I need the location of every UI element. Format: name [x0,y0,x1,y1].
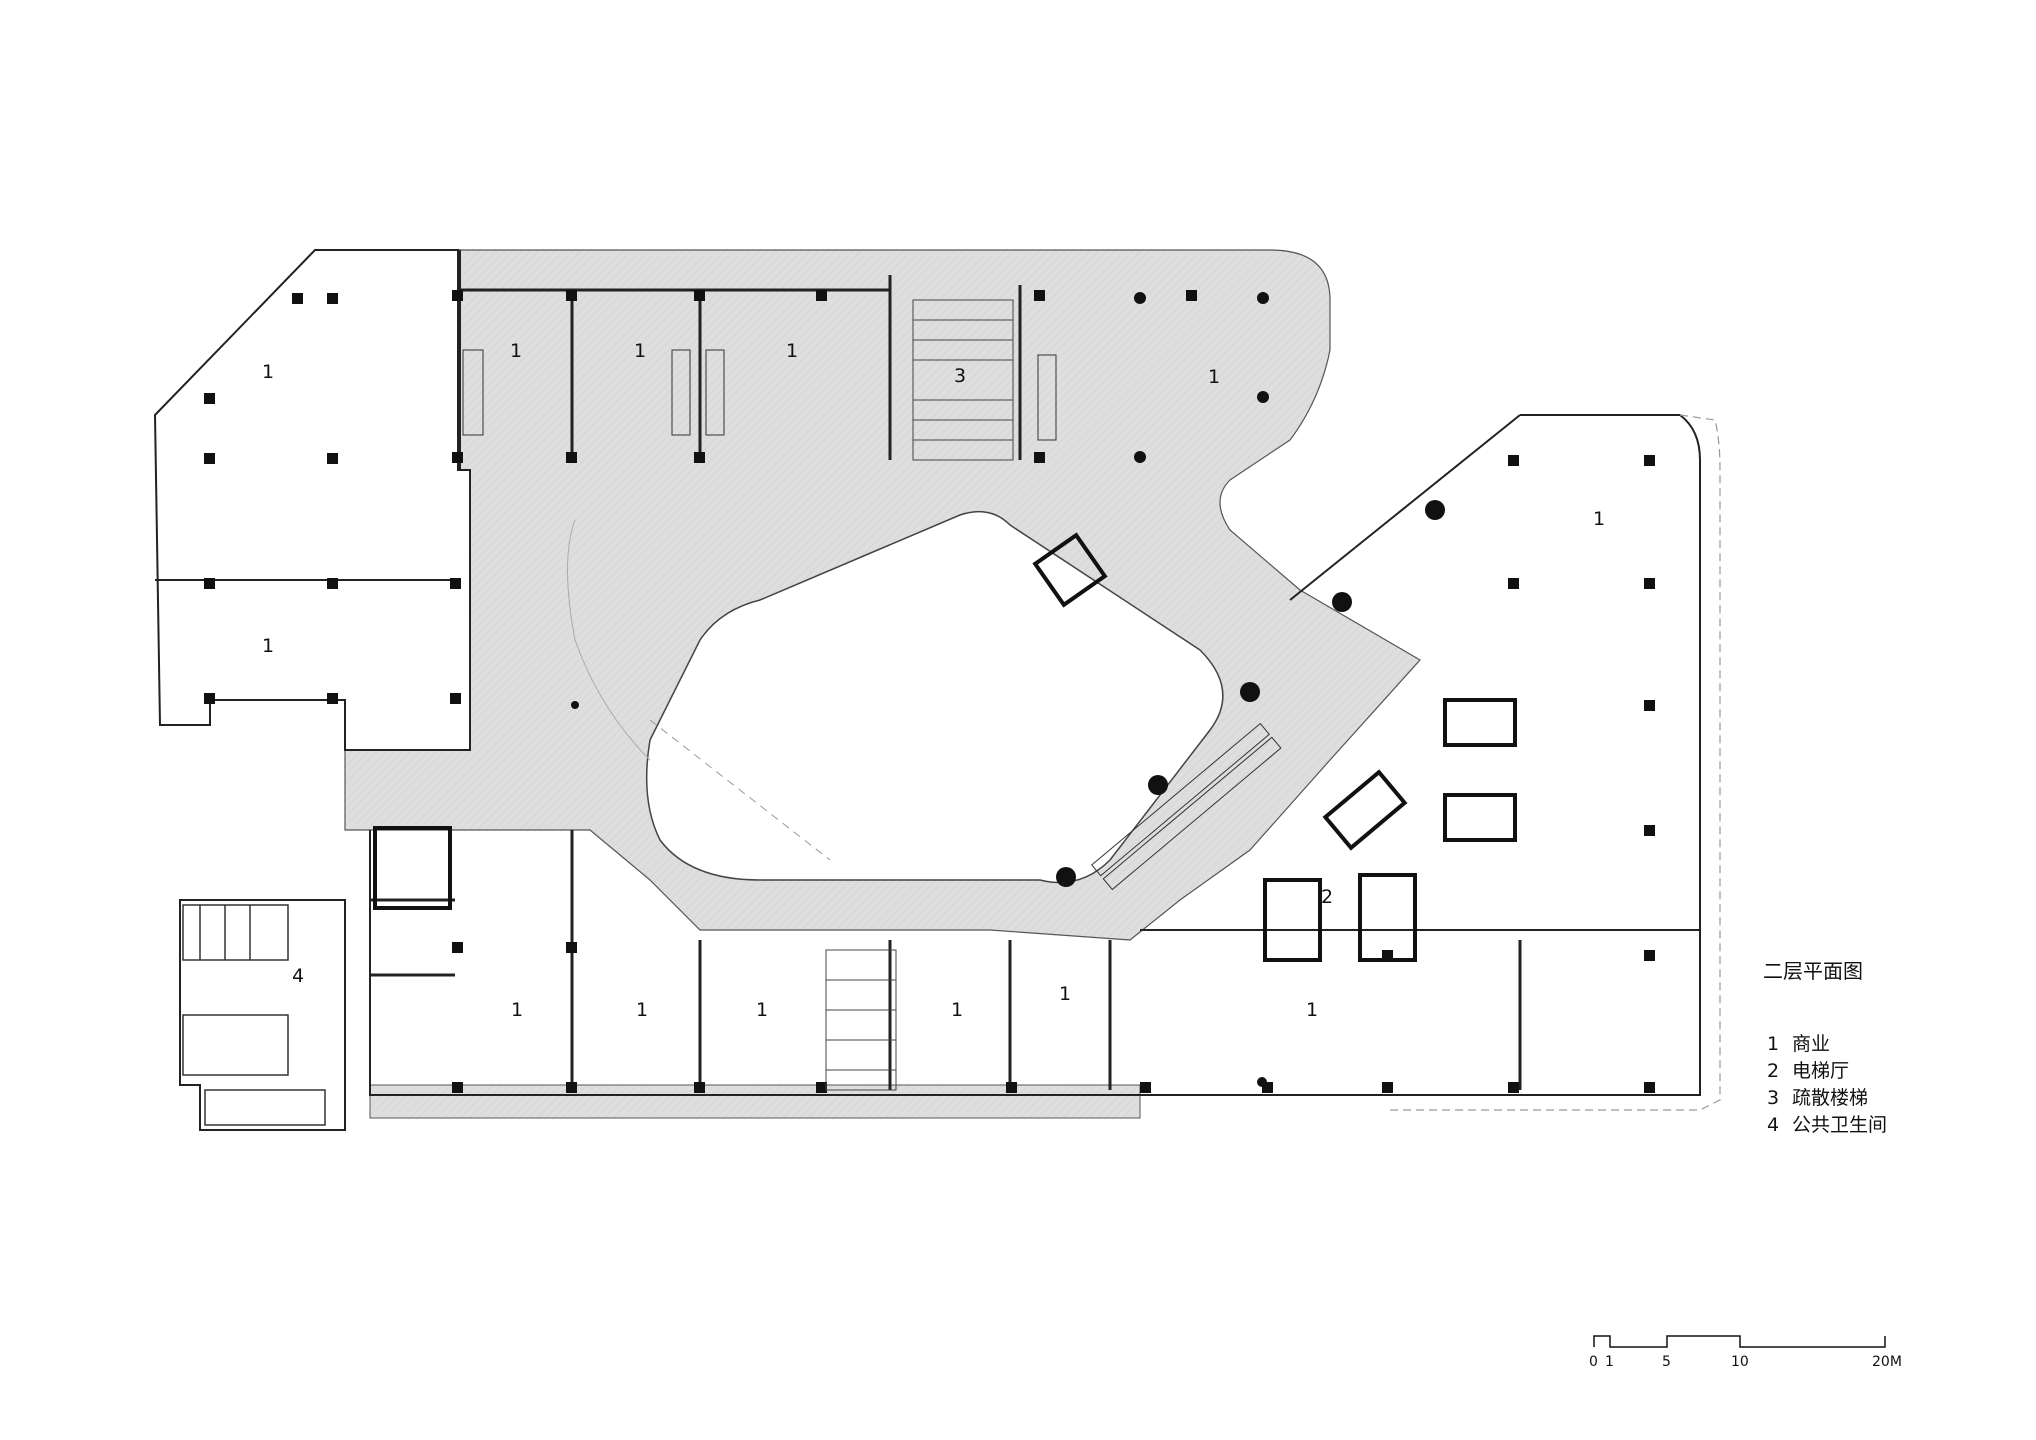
legend-text: 电梯厅 [1792,1060,1849,1082]
columns [204,290,1655,1093]
escalators [462,349,1282,891]
room-label: 1 [1593,508,1605,530]
legend-text: 公共卫生间 [1792,1114,1887,1136]
legend-num: 1 [1767,1033,1779,1055]
room-label: 1 [1306,999,1318,1021]
legend-num: 3 [1767,1087,1779,1109]
toilet-block [182,904,326,1126]
legend-text: 疏散楼梯 [1792,1087,1868,1109]
room-label: 1 [1059,983,1071,1005]
room-label: 1 [510,340,522,362]
corridor-area [344,249,1421,1119]
elevator-core [373,532,1517,962]
room-label-stair: 3 [954,365,966,387]
room-label: 1 [262,361,274,383]
interior-walls [370,275,1522,1090]
room-label-elevator-hall: 2 [1321,886,1333,908]
drawing-title: 二层平面图 [1763,959,1863,983]
room-label-toilet: 4 [292,965,304,987]
round-columns [571,292,1445,1087]
legend-num: 2 [1767,1060,1779,1082]
room-label: 1 [756,999,768,1021]
scale-tick: 0 [1589,1354,1598,1370]
scale-tick: 20M [1872,1354,1902,1370]
room-label: 1 [634,340,646,362]
room-label: 1 [1208,366,1220,388]
scale-tick: 10 [1731,1354,1749,1370]
room-label: 1 [786,340,798,362]
legend: 1 商业 2 电梯厅 3 疏散楼梯 4 公共卫生间 [1767,1033,1887,1136]
room-labels: 1 1 1 1 1 1 1 1 1 1 1 1 1 2 3 4 [262,340,1605,1021]
scale-tick: 5 [1662,1354,1671,1370]
room-label: 1 [951,999,963,1021]
room-label: 1 [636,999,648,1021]
stair-3 [825,299,1014,1091]
scale-tick: 1 [1605,1354,1614,1370]
room-label: 1 [511,999,523,1021]
legend-num: 4 [1767,1114,1779,1136]
legend-text: 商业 [1792,1033,1830,1055]
scale-bar: 0 1 5 10 20M [1589,1335,1902,1370]
room-label: 1 [262,635,274,657]
